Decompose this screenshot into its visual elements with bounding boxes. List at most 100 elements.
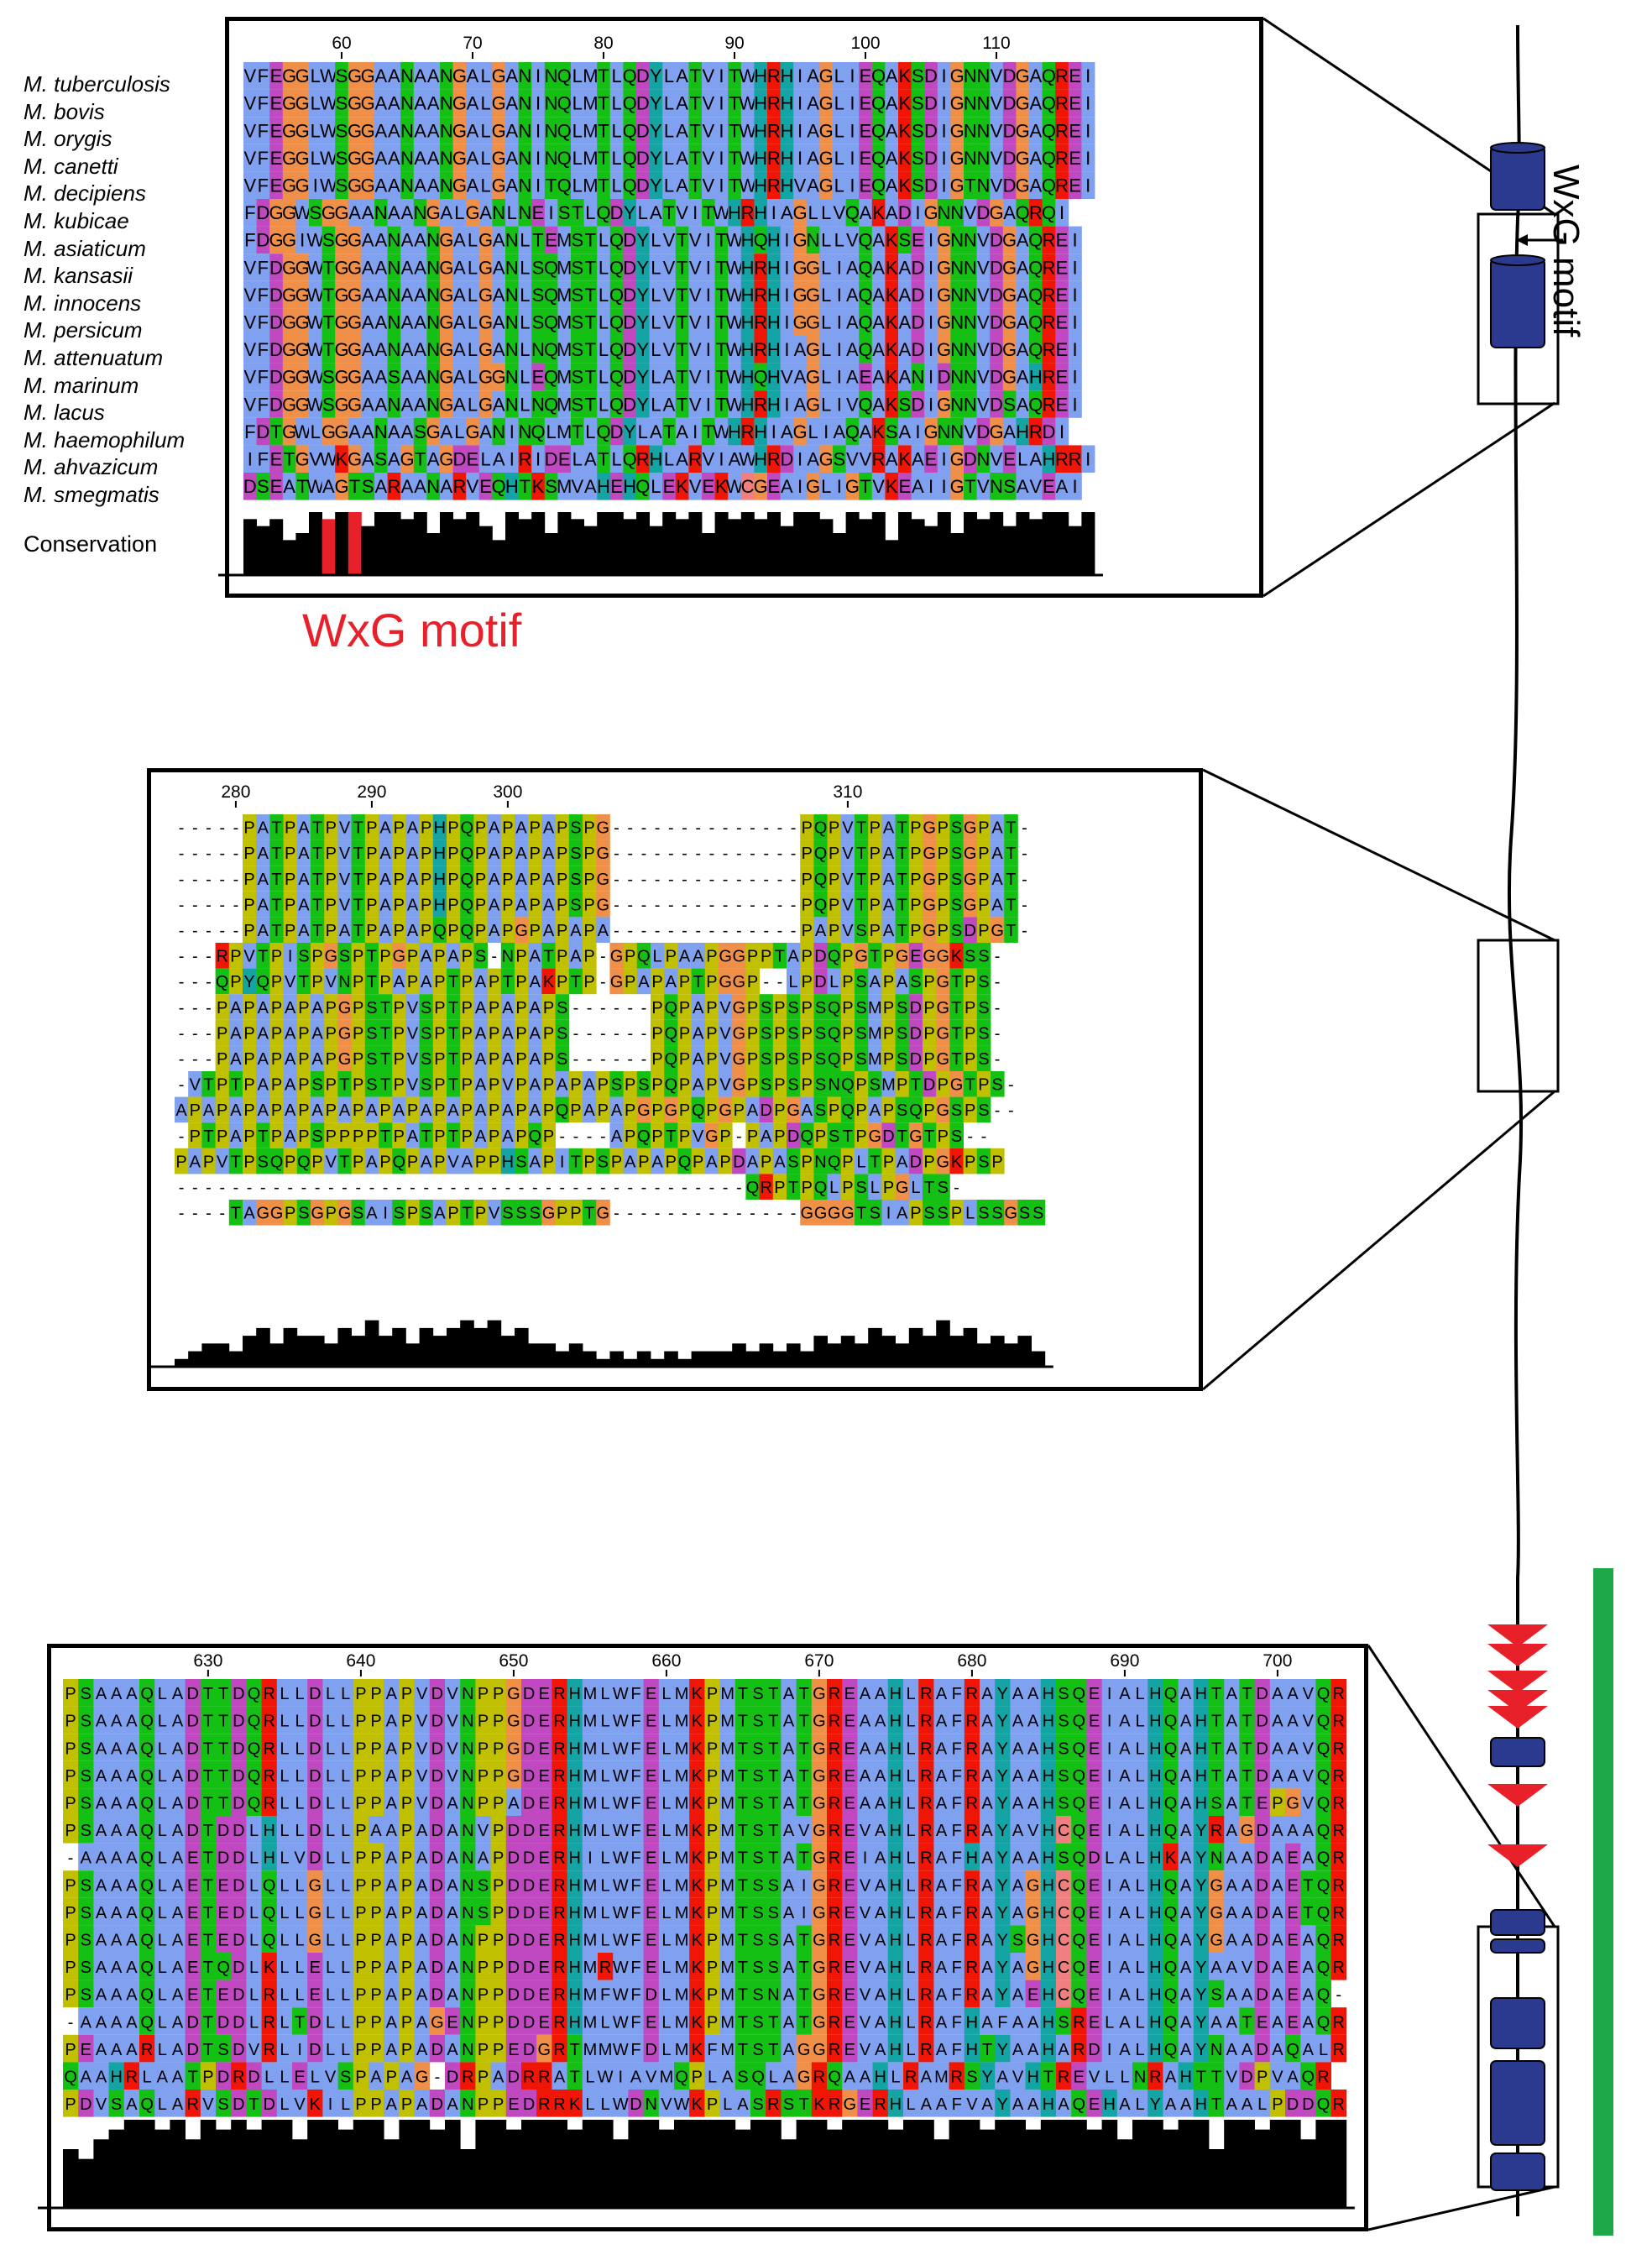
triangle-marker	[1487, 1690, 1548, 1713]
residue-cell	[256, 89, 270, 118]
residue-cell	[505, 62, 519, 90]
residue-letter: L	[834, 65, 844, 86]
residue-cell	[400, 62, 415, 90]
residue-cell	[990, 62, 1004, 90]
residue-letter: A	[427, 65, 440, 86]
residue-cell	[452, 89, 467, 118]
triangle-marker	[1487, 1844, 1548, 1867]
triangle-marker	[1487, 1644, 1548, 1666]
residue-cell	[871, 62, 886, 90]
residue-letter: G	[452, 65, 467, 86]
residue-cell	[282, 89, 296, 118]
domain-box-middle	[1477, 939, 1560, 1093]
residue-letter: V	[243, 65, 256, 86]
residue-letter: T	[729, 65, 740, 86]
residue-cell	[754, 62, 768, 90]
residue-cell	[256, 62, 270, 90]
residue-letter: A	[427, 93, 440, 114]
helix-cap	[1490, 142, 1545, 154]
residue-letter: G	[295, 65, 310, 86]
connector-line	[1367, 1645, 1556, 1928]
helix-cap	[1490, 254, 1545, 266]
zoom-connectors	[1202, 17, 1556, 2231]
residue-cell	[1016, 62, 1030, 90]
residue-cell	[714, 62, 729, 90]
residue-letter: A	[374, 93, 387, 114]
residue-cell	[571, 62, 584, 90]
residue-letter: A	[467, 93, 479, 114]
residue-letter: G	[361, 65, 375, 86]
residue-cell	[924, 62, 938, 90]
residue-cell	[819, 62, 834, 90]
residue-letter: K	[898, 65, 911, 86]
residue-letter: T	[598, 65, 609, 86]
connector-line	[1367, 2185, 1555, 2231]
residue-cell	[452, 62, 467, 90]
residue-cell	[387, 62, 401, 90]
residue-cell	[937, 62, 951, 90]
residue-letter: R	[767, 65, 781, 86]
residue-cell	[1042, 62, 1056, 90]
helix-group	[1490, 142, 1545, 2191]
residue-letter: I	[850, 65, 855, 86]
helix-cylinder	[1490, 1909, 1545, 1936]
residue-cell	[609, 62, 624, 90]
residue-letter: E	[270, 65, 283, 86]
residue-cell	[649, 62, 663, 90]
helix-cylinder	[1490, 1938, 1545, 1954]
tick-label: 110	[982, 34, 1010, 53]
residue-letter: G	[361, 93, 375, 114]
residue-letter: F	[258, 65, 269, 86]
residue-cell	[911, 62, 925, 90]
residue-cell	[440, 89, 453, 118]
residue-cell	[728, 62, 742, 90]
residue-cell	[767, 62, 781, 90]
residue-letter: A	[388, 65, 400, 86]
helix-cylinder	[1490, 2060, 1545, 2146]
residue-cell	[348, 89, 362, 118]
residue-cell	[400, 89, 415, 118]
residue-letter: I	[797, 65, 802, 86]
repeat-marker-group	[1487, 1624, 1548, 1867]
residue-cell	[950, 62, 965, 90]
residue-letter: D	[924, 65, 938, 86]
residue-letter: G	[282, 93, 296, 114]
residue-letter: A	[467, 65, 479, 86]
residue-letter: G	[492, 65, 506, 86]
residue-letter: W	[739, 65, 756, 86]
residue-letter: N	[964, 65, 977, 86]
triangle-marker	[1487, 1784, 1548, 1807]
residue-cell	[466, 89, 480, 118]
residue-cell	[335, 89, 349, 118]
residue-letter: E	[860, 65, 872, 86]
connector-line	[1202, 768, 1555, 942]
residue-letter: Q	[871, 65, 886, 86]
residue-letter: G	[1016, 65, 1030, 86]
helix-cylinder	[1490, 1737, 1545, 1767]
residue-letter: N	[400, 93, 414, 114]
residue-letter: Y	[650, 65, 662, 86]
residue-cell	[269, 62, 284, 90]
residue-letter: V	[702, 65, 714, 86]
residue-cell	[361, 89, 375, 118]
residue-cell	[322, 89, 336, 118]
residue-letter: I	[1085, 65, 1090, 86]
helix-cylinder	[1490, 1997, 1545, 2049]
residue-cell	[413, 89, 427, 118]
residue-cell	[309, 89, 322, 118]
residue-cell	[348, 62, 362, 90]
residue-letter: H	[754, 65, 767, 86]
residue-cell	[688, 62, 703, 90]
tick-label: 100	[850, 34, 880, 53]
residue-cell	[243, 62, 257, 90]
helix-cylinder	[1490, 145, 1545, 211]
residue-cell	[833, 62, 846, 90]
residue-letter: A	[1029, 65, 1042, 86]
residue-letter: V	[243, 93, 256, 114]
residue-cell	[413, 62, 427, 90]
residue-letter: W	[320, 93, 337, 114]
residue-letter: S	[336, 65, 348, 86]
tick-label: 80	[593, 34, 613, 53]
